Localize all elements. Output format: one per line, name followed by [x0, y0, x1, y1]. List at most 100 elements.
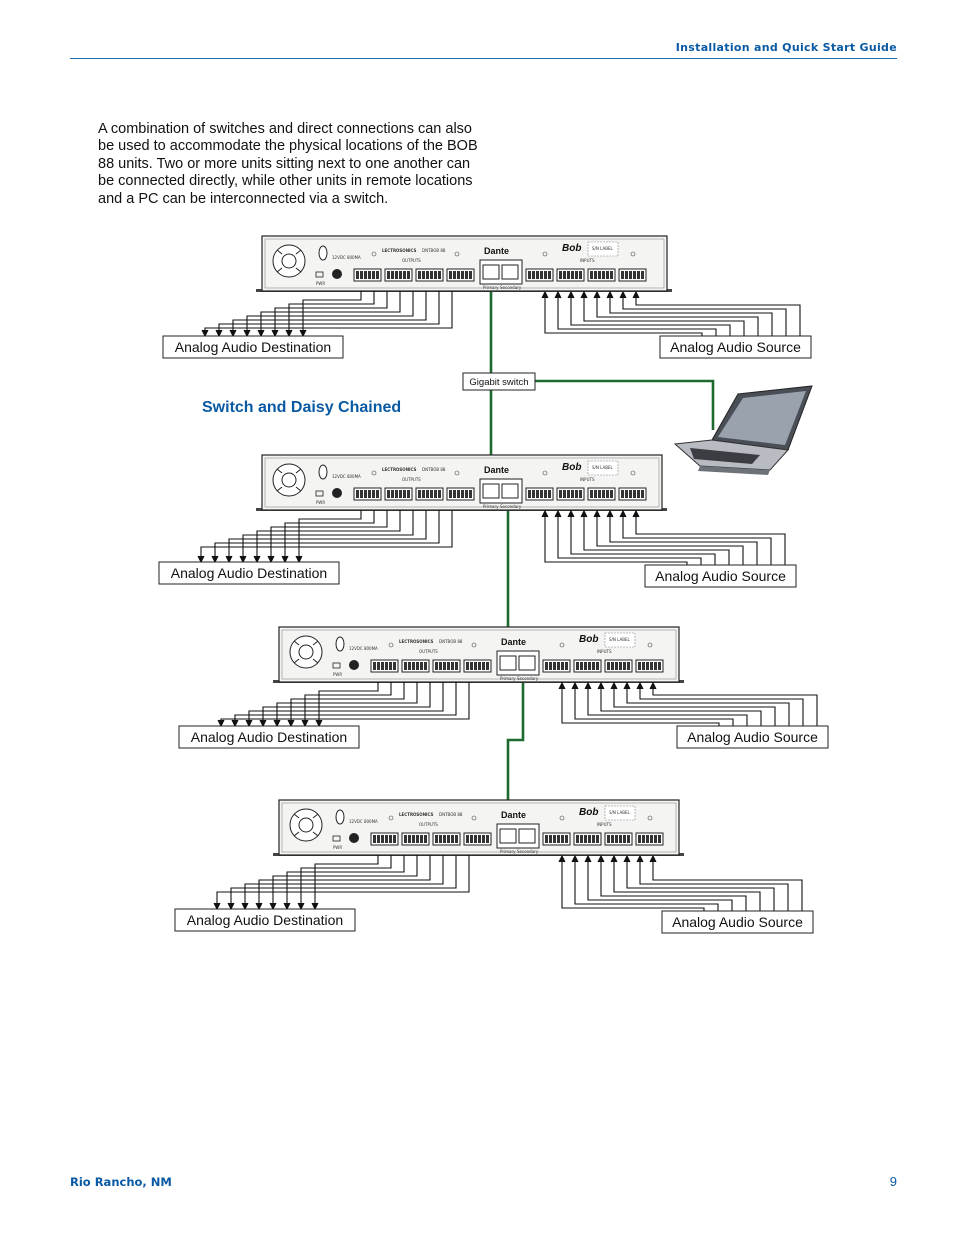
secondary-port-icon [501, 264, 519, 280]
brand-label: LECTROSONICS [399, 812, 434, 817]
bob-logo: Bob [579, 634, 598, 645]
output-terminal-block [384, 268, 413, 282]
output-wiring [217, 682, 470, 728]
outputs-label: OUTPUTS [419, 822, 438, 827]
primary-port-icon [499, 655, 517, 671]
inputs-label: INPUTS [580, 258, 595, 263]
output-wiring [201, 291, 453, 338]
sn-label: S/N LABEL [609, 810, 630, 815]
destination-label: Analog Audio Destination [175, 339, 331, 355]
input-terminal-block [542, 659, 571, 673]
power-rating-label: 12VDC 800MA [332, 255, 361, 260]
destination-label: Analog Audio Destination [171, 565, 327, 581]
input-terminal-block [587, 487, 616, 501]
power-rating-label: 12VDC 800MA [349, 819, 378, 824]
input-wiring [541, 290, 801, 336]
primary-label: Primary [500, 676, 516, 681]
destination-label: Analog Audio Destination [191, 729, 347, 745]
destination-label-box: Analog Audio Destination [158, 561, 340, 585]
input-terminal-block [573, 659, 602, 673]
power-jack-icon [349, 660, 359, 670]
input-terminal-block [618, 487, 647, 501]
ethernet-ports [496, 650, 540, 676]
outputs-label: OUTPUTS [419, 649, 438, 654]
source-label-box: Analog Audio Source [661, 910, 814, 934]
output-terminal-block [401, 832, 430, 846]
power-connector-icon [335, 809, 345, 825]
outputs-label: OUTPUTS [402, 258, 421, 263]
input-terminal-block [542, 832, 571, 846]
gigabit-switch-label: Gigabit switch [469, 377, 528, 388]
power-connector-icon [318, 464, 328, 480]
ethernet-ports [479, 259, 523, 285]
input-terminal-block [525, 487, 554, 501]
power-rating-label: 12VDC 800MA [349, 646, 378, 651]
output-terminal-block [463, 832, 492, 846]
input-wiring [558, 854, 803, 911]
secondary-port-icon [518, 828, 536, 844]
source-label: Analog Audio Source [670, 339, 801, 355]
fan-icon [272, 463, 306, 497]
pwr-label: PWR [316, 500, 325, 505]
power-connector-icon [335, 636, 345, 652]
running-header: Installation and Quick Start Guide [675, 41, 897, 54]
secondary-label: Secondary [517, 676, 539, 681]
power-jack-icon [349, 833, 359, 843]
input-wiring [541, 509, 786, 565]
input-terminal-block [618, 268, 647, 282]
secondary-port-icon [501, 483, 519, 499]
destination-label-box: Analog Audio Destination [178, 725, 360, 749]
output-terminal-block [415, 268, 444, 282]
source-label-box: Analog Audio Source [644, 564, 797, 588]
bob-logo: Bob [562, 462, 581, 473]
output-terminal-block [384, 487, 413, 501]
input-terminal-block [556, 487, 585, 501]
intro-paragraph: A combination of switches and direct con… [98, 121, 478, 207]
model-label: DNTBOB 88 [422, 248, 446, 253]
bob-logo: Bob [579, 807, 598, 818]
brand-label: LECTROSONICS [382, 467, 417, 472]
output-terminal-block [415, 487, 444, 501]
dante-logo: Dante [484, 246, 509, 256]
primary-label: Primary [500, 849, 516, 854]
primary-label: Primary [483, 504, 499, 509]
power-jack-icon [332, 488, 342, 498]
output-terminal-block [353, 268, 382, 282]
sn-label: S/N LABEL [592, 465, 613, 470]
primary-label: Primary [483, 285, 499, 290]
pwr-label: PWR [333, 845, 342, 850]
pwr-label: PWR [316, 281, 325, 286]
output-terminal-block [370, 832, 399, 846]
power-connector-icon [318, 245, 328, 261]
laptop-icon [673, 385, 813, 475]
sn-label: S/N LABEL [592, 246, 613, 251]
input-terminal-block [556, 268, 585, 282]
output-terminal-block [446, 487, 475, 501]
outputs-label: OUTPUTS [402, 477, 421, 482]
inputs-label: INPUTS [580, 477, 595, 482]
bob-logo: Bob [562, 243, 581, 254]
input-terminal-block [525, 268, 554, 282]
fan-icon [289, 635, 323, 669]
output-terminal-block [401, 659, 430, 673]
fan-icon [289, 808, 323, 842]
output-wiring [197, 510, 453, 564]
fan-icon [272, 244, 306, 278]
output-wiring [213, 855, 470, 911]
inputs-label: INPUTS [597, 649, 612, 654]
source-label: Analog Audio Source [655, 568, 786, 584]
brand-label: LECTROSONICS [382, 248, 417, 253]
pwr-label: PWR [333, 672, 342, 677]
ethernet-ports [496, 823, 540, 849]
destination-label: Analog Audio Destination [187, 912, 343, 928]
input-wiring [558, 681, 818, 726]
output-terminal-block [370, 659, 399, 673]
primary-port-icon [482, 264, 500, 280]
secondary-port-icon [518, 655, 536, 671]
dante-logo: Dante [484, 465, 509, 475]
secondary-label: Secondary [500, 285, 522, 290]
input-terminal-block [604, 659, 633, 673]
